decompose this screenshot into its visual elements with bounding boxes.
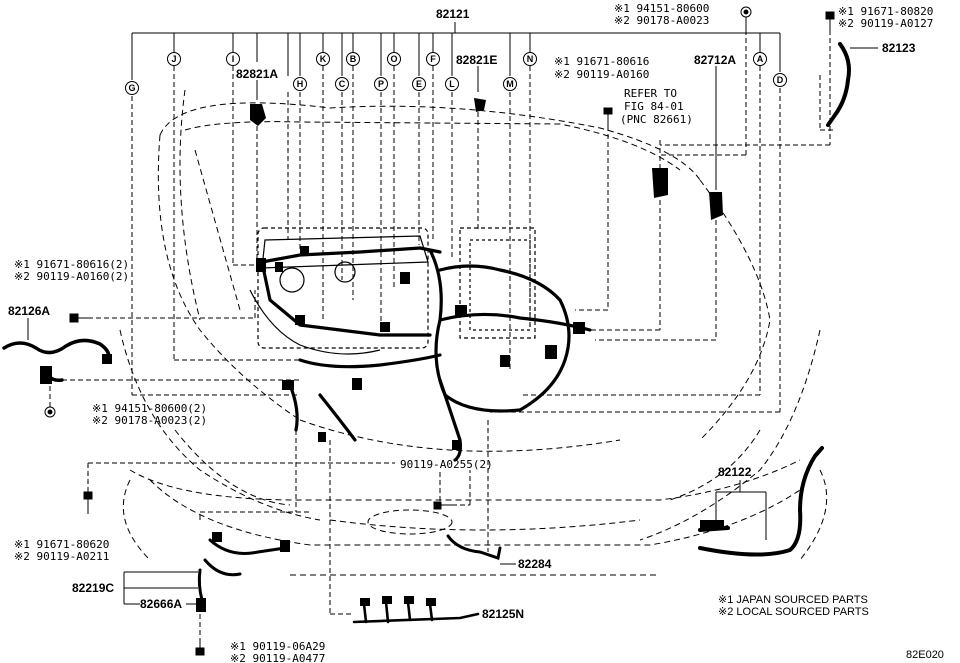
part-82123-label: 82123 (882, 41, 916, 55)
part-82125N-label: 82125N (482, 607, 525, 621)
connector-82661 (652, 168, 668, 198)
callout-D: D (773, 73, 787, 87)
part-82284-label: 82284 (518, 557, 552, 571)
callout-G: G (125, 81, 139, 95)
callout-A: A (753, 52, 767, 66)
callout-K: K (316, 52, 330, 66)
fastener-bottom-2: ※2 90119-A0477 (230, 652, 326, 663)
leader-lines-solid (27, 17, 878, 605)
fastener-top-center-2: ※2 90178-A0023 (614, 14, 710, 27)
fastener-bottom-left-1: ※1 91671-80620 (14, 538, 110, 551)
vehicle-body-outline (119, 89, 828, 576)
figure-code: 82E020 (906, 649, 944, 661)
refer-line-2: FIG 84-01 (624, 100, 684, 113)
fastener-left-2: ※2 90119-A0160(2) (14, 270, 130, 283)
refer-line-1: REFER TO (624, 87, 677, 100)
callout-N: N (523, 52, 537, 66)
part-82821E-label: 82821E (456, 53, 498, 67)
harness-82123 (826, 42, 851, 127)
fastener-mid-1: ※1 91671-80616 (554, 55, 650, 68)
fastener-left-low-2: ※2 90178-A0023(2) (92, 414, 208, 427)
part-82821A-label: 82821A (236, 67, 279, 81)
harness-82126A (2, 338, 111, 383)
harness-connectors (256, 246, 585, 450)
fastener-bottom-left-2: ※2 90119-A0211 (14, 550, 110, 563)
fastener-top-center-1: ※1 94151-80600 (614, 2, 710, 15)
part-82712A-label: 82712A (694, 53, 737, 67)
callout-L: L (445, 77, 459, 91)
part-82121-label: 82121 (436, 7, 470, 21)
fastener-bottom-1: ※1 90119-06A29 (230, 640, 326, 653)
legend-note-2: ※2 LOCAL SOURCED PARTS (718, 606, 869, 618)
harness-82125N (352, 600, 480, 624)
callout-P: P (374, 77, 388, 91)
part-82122-label: 82122 (718, 465, 752, 479)
harness-82284 (446, 534, 502, 560)
refer-line-3: (PNC 82661) (620, 113, 693, 126)
fastener-top-right-1: ※1 91671-80820 (838, 5, 934, 18)
fastener-left-low-1: ※1 94151-80600(2) (92, 402, 208, 415)
fastener-mid-2: ※2 90119-A0160 (554, 68, 650, 81)
callout-E: E (412, 77, 426, 91)
callout-M: M (503, 77, 517, 91)
leader-lines-dashed (49, 30, 836, 640)
part-82126A-label: 82126A (8, 304, 51, 318)
part-82666A-label: 82666A (140, 597, 183, 611)
callout-C: C (335, 77, 349, 91)
callout-H: H (293, 77, 307, 91)
main-wire-harness (260, 246, 592, 462)
engine-assembly (249, 227, 536, 355)
fastener-left-1: ※1 91671-80616(2) (14, 258, 130, 271)
callout-I: I (226, 52, 240, 66)
clip-82821E (474, 98, 486, 112)
legend-note-1: ※1 JAPAN SOURCED PARTS (718, 594, 868, 606)
harness-82219C (197, 538, 287, 602)
callout-B: B (346, 52, 360, 66)
clip-82821A (250, 104, 266, 126)
part-82219C-label: 82219C (72, 581, 115, 595)
fastener-center-bolt: 90119-A0255(2) (400, 458, 493, 471)
callout-J: J (167, 52, 181, 66)
connector-82712A (709, 192, 723, 220)
callout-O: O (387, 52, 401, 66)
fastener-top-right-2: ※2 90119-A0127 (838, 17, 934, 30)
callout-F: F (426, 52, 440, 66)
